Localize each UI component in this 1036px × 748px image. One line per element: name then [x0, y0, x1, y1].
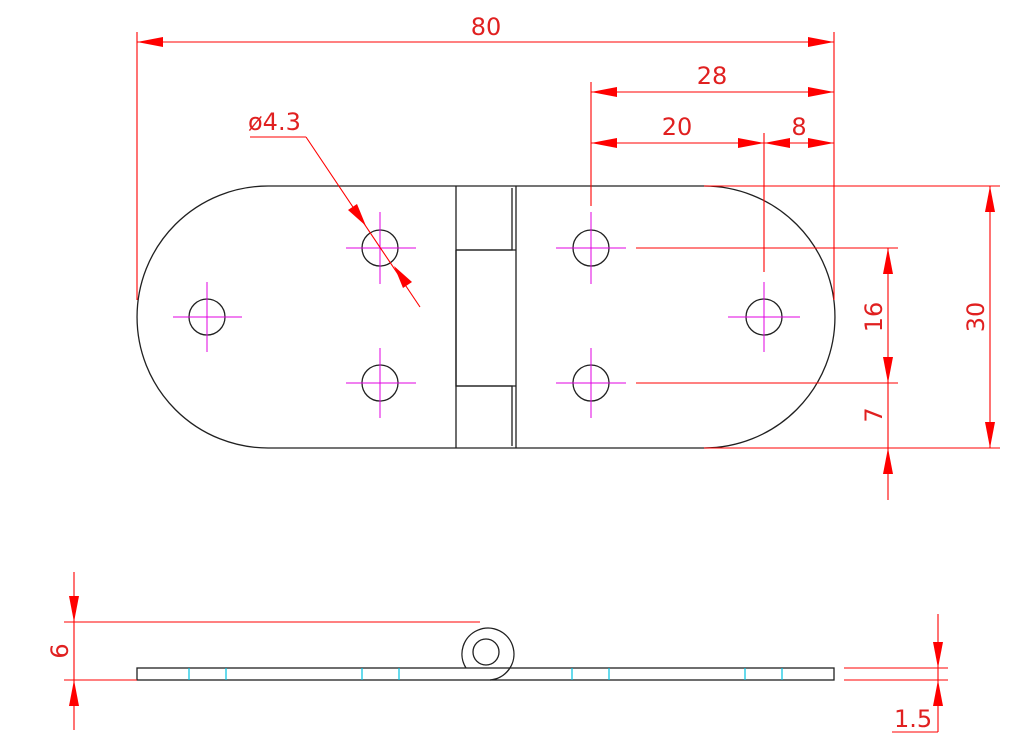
dim-label-6: 6 [46, 643, 74, 658]
hole-right-bottom [556, 348, 626, 418]
knuckle-pin [472, 638, 500, 666]
dim-label-8: 8 [791, 113, 806, 141]
dim-label-30: 30 [962, 302, 990, 333]
hole-right-top [556, 212, 626, 284]
dimension-7: 7 [860, 383, 893, 500]
knuckle-center-segment [455, 188, 513, 446]
dimension-hole-diameter: ø4.3 [248, 108, 421, 308]
dimension-1-5: 1.5 [844, 614, 948, 733]
mounting-holes [173, 212, 800, 418]
dimension-30: 30 [704, 185, 1000, 449]
dim-label-7: 7 [860, 407, 888, 422]
dim-label-20: 20 [662, 113, 693, 141]
dimension-16: 16 [636, 247, 898, 384]
dimension-28: 28 [590, 62, 834, 206]
hole-left-end [173, 282, 242, 352]
side-view [136, 627, 835, 681]
dim-label-1-5: 1.5 [894, 705, 932, 733]
dim-label-28: 28 [697, 62, 728, 90]
dimension-80: 80 [136, 13, 835, 300]
dimension-6: 6 [46, 572, 480, 730]
dim-label-80: 80 [471, 13, 502, 41]
hole-projection-marks [188, 668, 783, 680]
hole-left-bottom [346, 348, 416, 418]
dimension-8: 8 [764, 113, 834, 148]
side-plate [136, 667, 835, 681]
dim-label-diameter: ø4.3 [248, 108, 301, 136]
dim-label-16: 16 [860, 302, 888, 333]
hole-right-end [728, 282, 800, 352]
dimension-20: 20 [591, 113, 765, 272]
side-knuckle [461, 627, 515, 681]
